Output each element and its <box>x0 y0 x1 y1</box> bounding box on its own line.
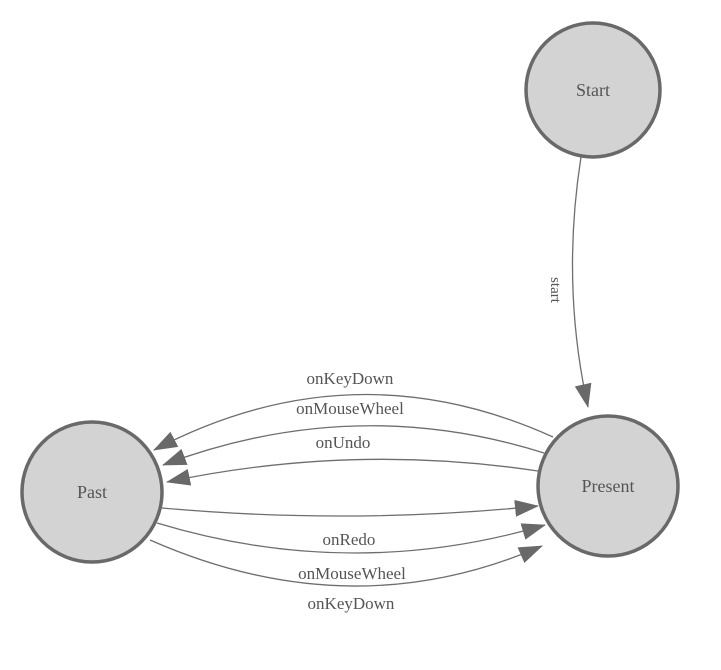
state-node-start: Start <box>524 21 662 159</box>
edge-onmousewheel-lower-path <box>156 522 546 554</box>
edge-past-to-present-onkeydown: onKeyDown <box>149 539 543 613</box>
edge-onmousewheel-upper-path <box>162 425 545 466</box>
edge-label-onmousewheel-lower: onMouseWheel <box>298 564 406 583</box>
state-node-present: Present <box>536 414 680 558</box>
edge-present-to-past-onkeydown: onKeyDown <box>153 369 554 451</box>
state-node-past: Past <box>20 420 164 564</box>
edge-present-to-past-onmousewheel: onMouseWheel <box>162 399 545 466</box>
edge-label-onkeydown-upper: onKeyDown <box>307 369 394 388</box>
edge-onkeydown-upper-path <box>153 393 554 451</box>
node-start-circle <box>524 21 662 159</box>
edge-onundo-path <box>166 458 539 486</box>
edge-past-to-present-onmousewheel: onMouseWheel <box>156 522 546 583</box>
edge-present-to-past-onundo: onUndo <box>166 433 539 486</box>
edge-label-onredo: onRedo <box>323 530 376 549</box>
node-present-label: Present <box>582 476 635 496</box>
edge-onredo-path <box>161 499 539 517</box>
edge-label-start: start <box>547 277 563 304</box>
edge-start-to-present: start <box>547 156 592 408</box>
edge-label-onkeydown-lower: onKeyDown <box>308 594 395 613</box>
node-past-label: Past <box>77 482 107 502</box>
node-present-circle <box>536 414 680 558</box>
edge-past-to-present-onredo: onRedo <box>161 499 539 549</box>
edge-label-onundo: onUndo <box>316 433 371 452</box>
node-past-circle <box>20 420 164 564</box>
edge-label-onmousewheel-upper: onMouseWheel <box>296 399 404 418</box>
edge-onkeydown-lower-path <box>149 539 543 587</box>
edge-start-path <box>571 156 592 408</box>
node-start-label: Start <box>576 80 610 100</box>
